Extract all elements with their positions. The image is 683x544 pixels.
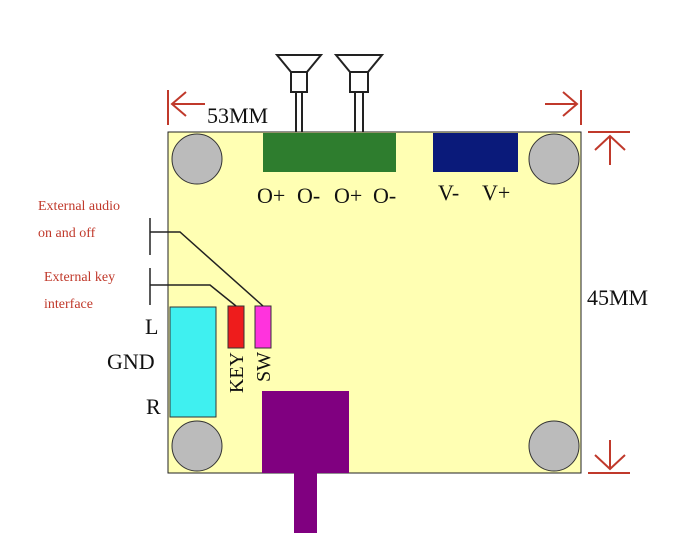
mounting-hole-bottom-right xyxy=(528,420,580,472)
speaker-pin-1-label: O+ xyxy=(257,183,286,208)
audio-gnd-label: GND xyxy=(107,349,155,374)
mounting-hole-top-right xyxy=(528,133,580,185)
key-pin-label: KEY xyxy=(226,352,248,394)
annotation-external-key-1: External key xyxy=(44,270,116,285)
annotation-external-key-2: interface xyxy=(44,297,93,312)
power-pin-vneg-label: V- xyxy=(438,180,460,205)
dimension-arrows xyxy=(167,90,630,474)
height-dimension-label: 45MM xyxy=(587,285,649,310)
speaker-pin-3-label: O+ xyxy=(334,183,363,208)
sound-module xyxy=(262,391,349,533)
mounting-hole-bottom-left xyxy=(171,420,223,472)
speaker-icon-right xyxy=(333,54,385,133)
key-pin xyxy=(227,305,245,349)
sw-pin-label: SW xyxy=(253,352,275,382)
annotation-external-audio-2: on and off xyxy=(38,226,96,241)
width-dimension-label: 53MM xyxy=(207,103,269,128)
speaker-icon-left xyxy=(274,54,324,133)
audio-jack xyxy=(169,306,217,418)
speaker-pin-2-label: O- xyxy=(297,183,321,208)
power-connector xyxy=(433,133,518,172)
mounting-hole-top-left xyxy=(171,133,223,185)
speaker-connector xyxy=(263,133,396,172)
audio-l-label: L xyxy=(145,314,159,339)
audio-r-label: R xyxy=(146,394,161,419)
power-pin-vpos-label: V+ xyxy=(482,180,511,205)
annotation-external-audio-1: External audio xyxy=(38,199,121,214)
circuit-board xyxy=(167,131,582,474)
sw-pin xyxy=(254,305,272,349)
leader-lines xyxy=(149,218,264,307)
speaker-pin-4-label: O- xyxy=(373,183,397,208)
